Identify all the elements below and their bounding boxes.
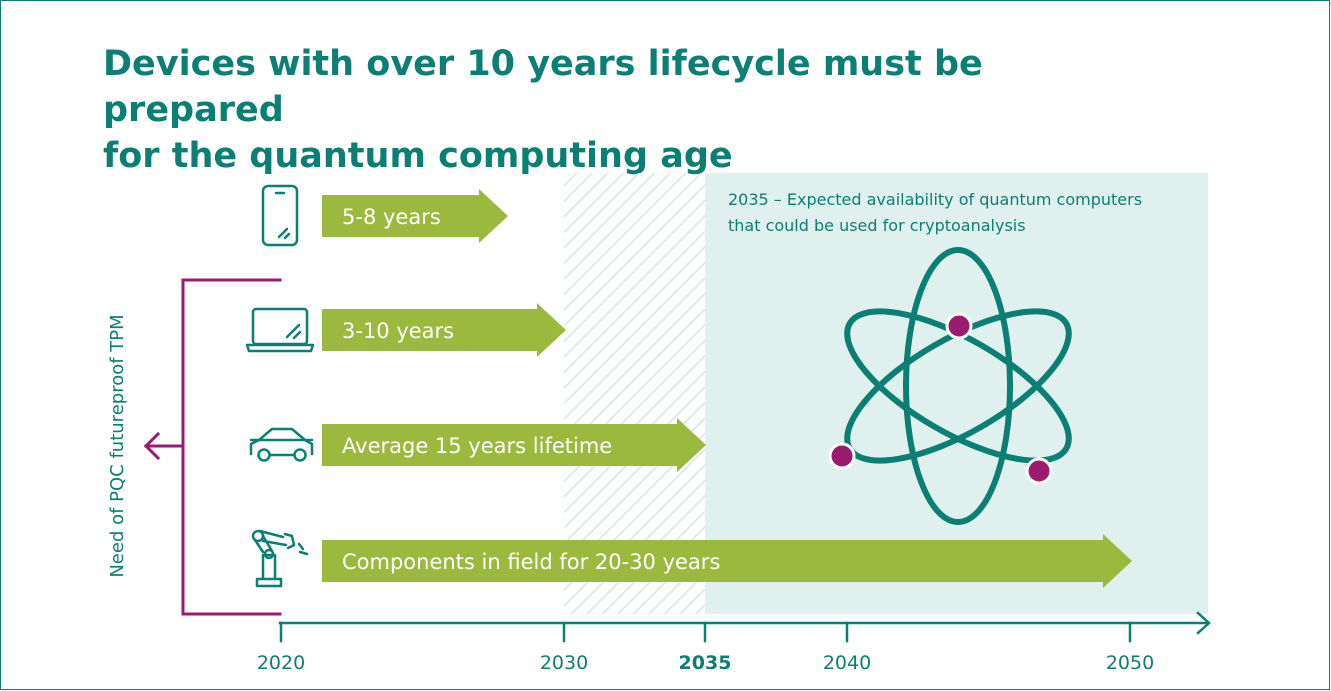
- tick-label-2040: 2040: [823, 652, 871, 674]
- smartphone-icon: [261, 184, 299, 247]
- page-title: Devices with over 10 years lifecycle mus…: [103, 41, 1103, 179]
- annotation-line-2: that could be used for cryptoanalysis: [728, 216, 1026, 235]
- annotation-line-1: 2035 – Expected availability of quantum …: [728, 190, 1142, 209]
- title-line-1: Devices with over 10 years lifecycle mus…: [103, 44, 983, 130]
- tick-label-2050: 2050: [1106, 652, 1154, 674]
- arrow-label-smartphone: 5-8 years: [342, 205, 441, 229]
- car-icon: [249, 427, 314, 462]
- requirement-bracket: [143, 278, 282, 616]
- tick-label-2020: 2020: [257, 652, 305, 674]
- arrow-laptop: [322, 303, 566, 357]
- tick-label-2035: 2035: [679, 652, 732, 674]
- atom-icon: [828, 247, 1072, 525]
- arrow-industrial: [322, 534, 1132, 588]
- timeline-axis: [278, 611, 1211, 643]
- title-line-2: for the quantum computing age: [103, 136, 733, 176]
- laptop-icon: [245, 307, 315, 353]
- arrow-label-car: Average 15 years lifetime: [342, 434, 612, 458]
- tick-label-2030: 2030: [540, 652, 588, 674]
- arrow-car: [322, 418, 706, 472]
- arrow-label-laptop: 3-10 years: [342, 319, 454, 343]
- arrow-smartphone: [322, 189, 508, 243]
- robot-arm-icon: [251, 529, 309, 588]
- arrow-label-industrial: Components in field for 20-30 years: [342, 550, 720, 574]
- side-label: Need of PQC futureproof TPM: [107, 314, 128, 577]
